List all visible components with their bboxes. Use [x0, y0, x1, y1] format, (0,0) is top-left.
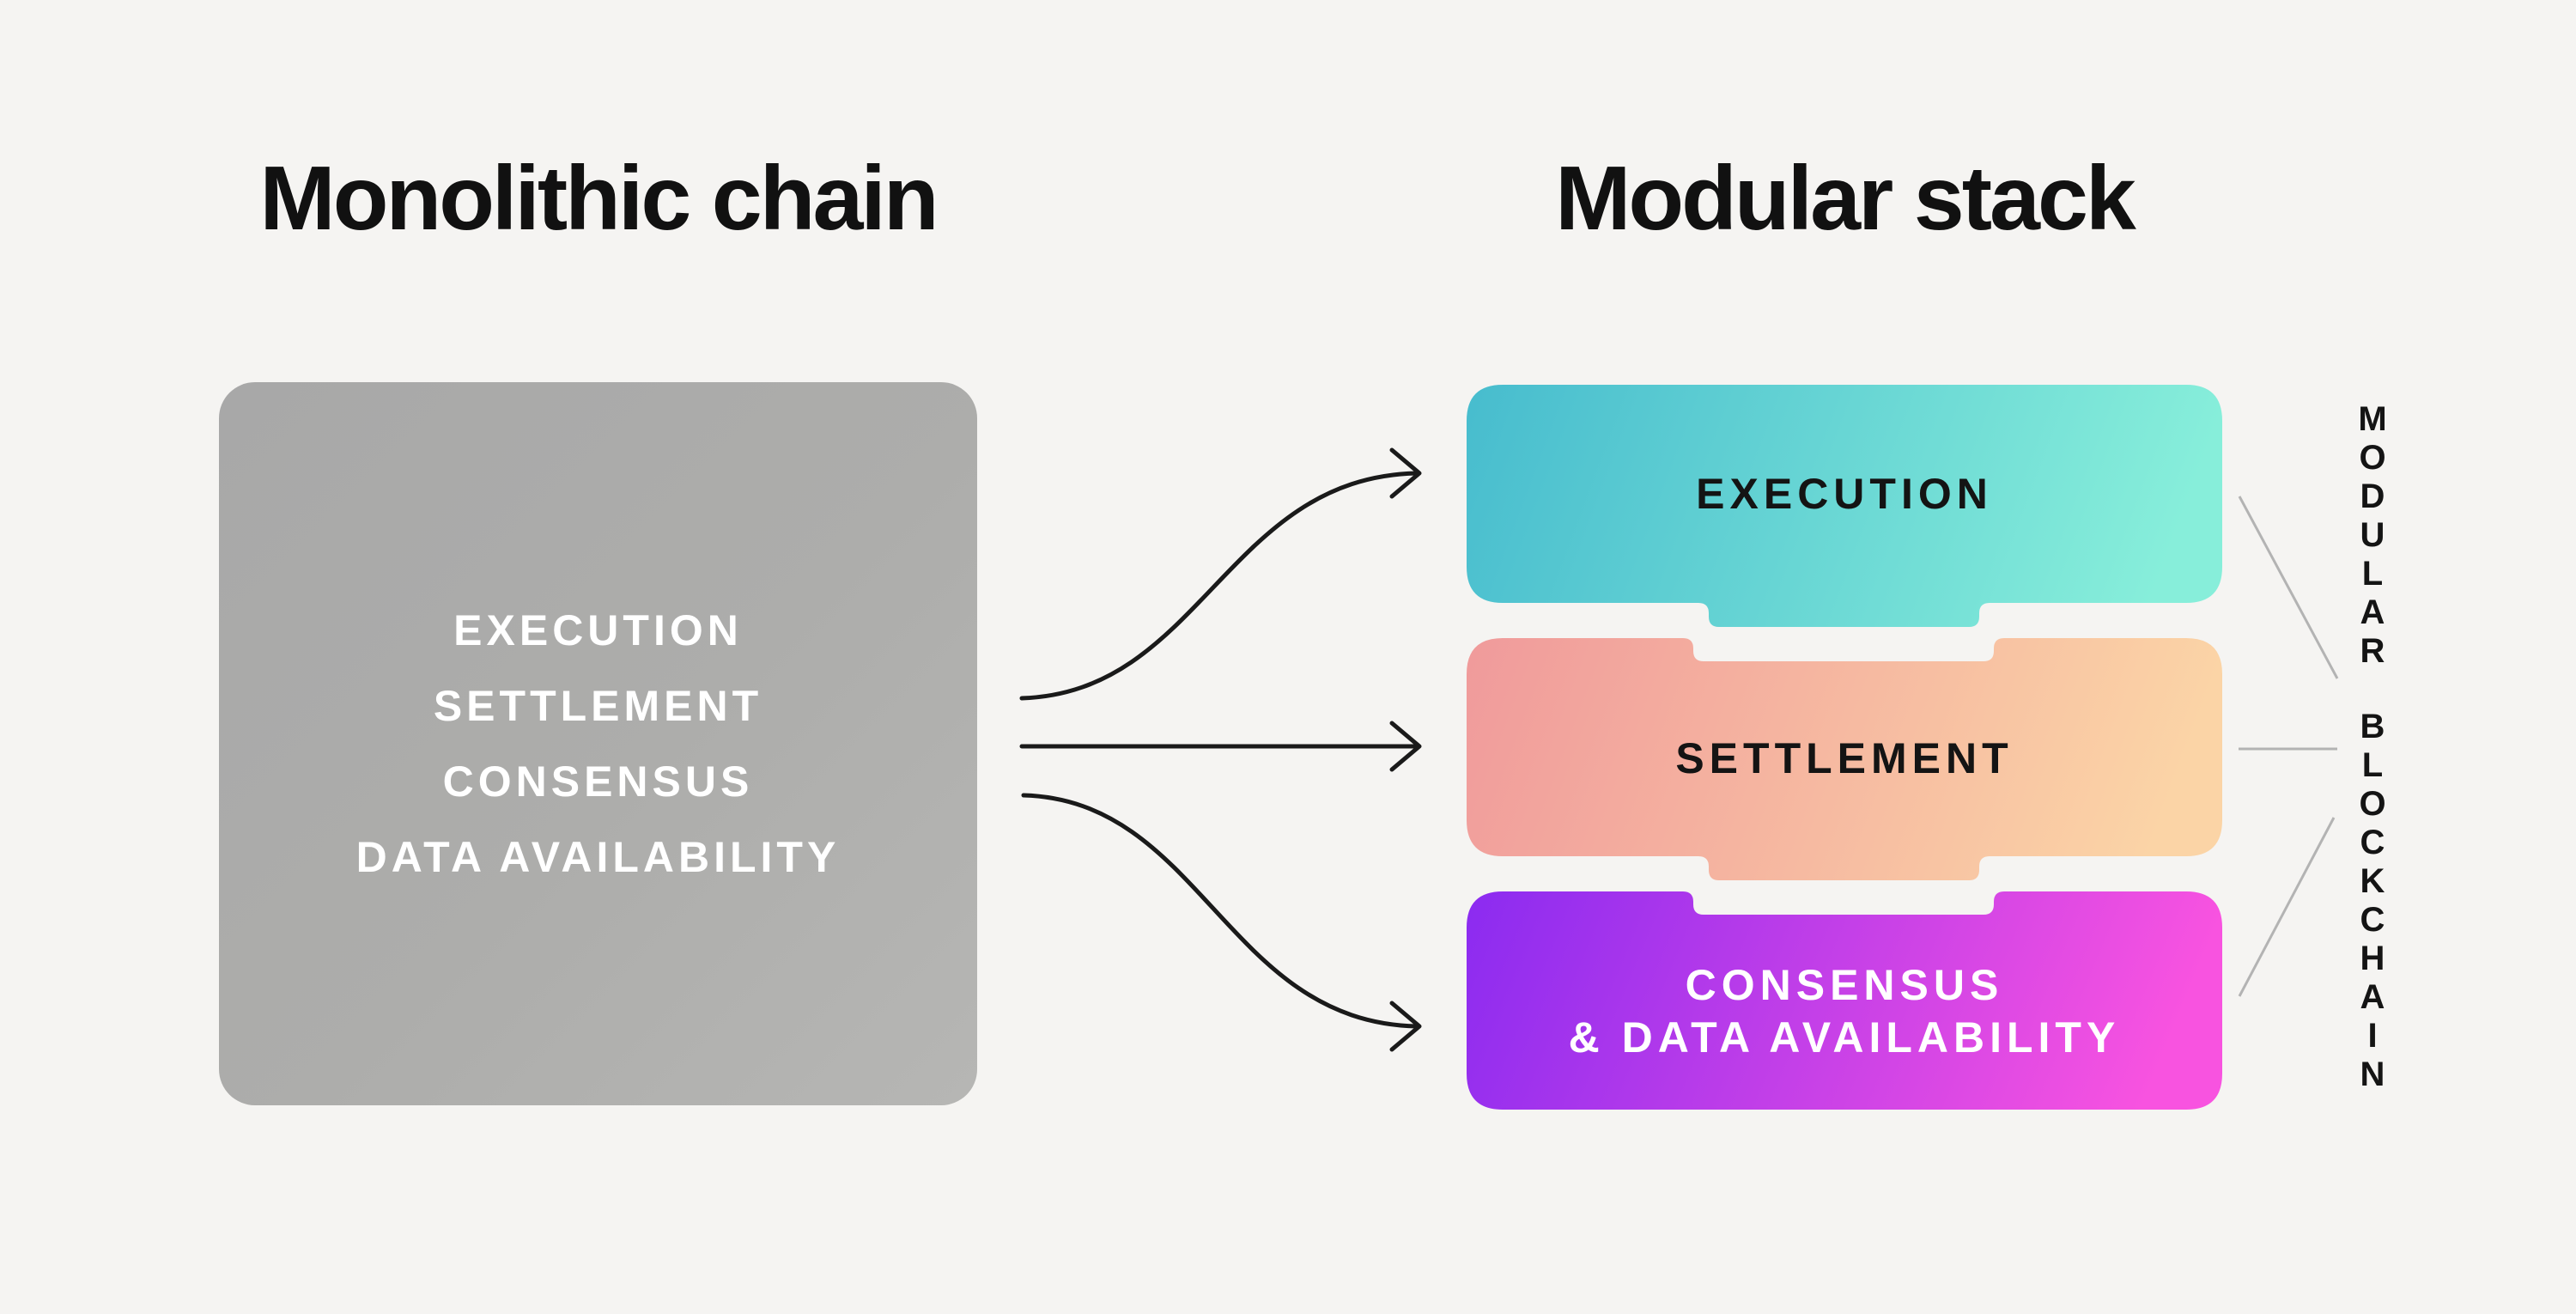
vertical-label-letter: L [2361, 555, 2384, 593]
vertical-label-letter: O [2359, 785, 2386, 823]
vertical-label-letter: A [2360, 978, 2385, 1016]
monolithic-layer-consensus: CONSENSUS [442, 757, 754, 806]
vertical-label-letter: D [2360, 478, 2385, 515]
vertical-label-letter: I [2367, 1017, 2378, 1055]
vertical-label-letter: U [2360, 516, 2385, 554]
vertical-label-letter: L [2361, 746, 2384, 784]
vertical-label-letter: A [2360, 593, 2385, 631]
vertical-label-letter: C [2360, 824, 2385, 861]
vertical-label-letter: C [2360, 901, 2385, 939]
arrow-to-settlement [1019, 721, 1422, 772]
monolithic-layer-settlement: SETTLEMENT [433, 682, 763, 730]
vertical-label-letter: B [2360, 708, 2385, 745]
connector-execution-line [2238, 496, 2339, 679]
vertical-label-letter: M [2358, 400, 2387, 438]
modular-stack-title: Modular stack [1555, 148, 2136, 249]
execution-block [1467, 385, 2222, 627]
monolithic-layer-execution: EXECUTION [453, 606, 743, 654]
arrow-to-consensus-da [1021, 793, 1422, 1052]
vertical-label-gap [2351, 671, 2394, 708]
vertical-label-letter: N [2360, 1055, 2385, 1093]
arrow-to-execution [1019, 447, 1422, 701]
vertical-label-letter: R [2360, 632, 2385, 670]
vertical-label-letter: K [2360, 862, 2385, 900]
consensus-da-block [1467, 891, 2222, 1110]
monolithic-layer-data-availability: DATA AVAILABILITY [355, 833, 841, 881]
connector-consensus-line [2238, 817, 2336, 997]
settlement-block [1467, 638, 2222, 880]
vertical-label-letter: H [2360, 940, 2385, 977]
monolithic-chain-box: EXECUTION SETTLEMENT CONSENSUS DATA AVAI… [219, 382, 977, 1105]
vertical-label-letter: O [2359, 439, 2386, 477]
monolithic-chain-title: Monolithic chain [259, 148, 939, 249]
